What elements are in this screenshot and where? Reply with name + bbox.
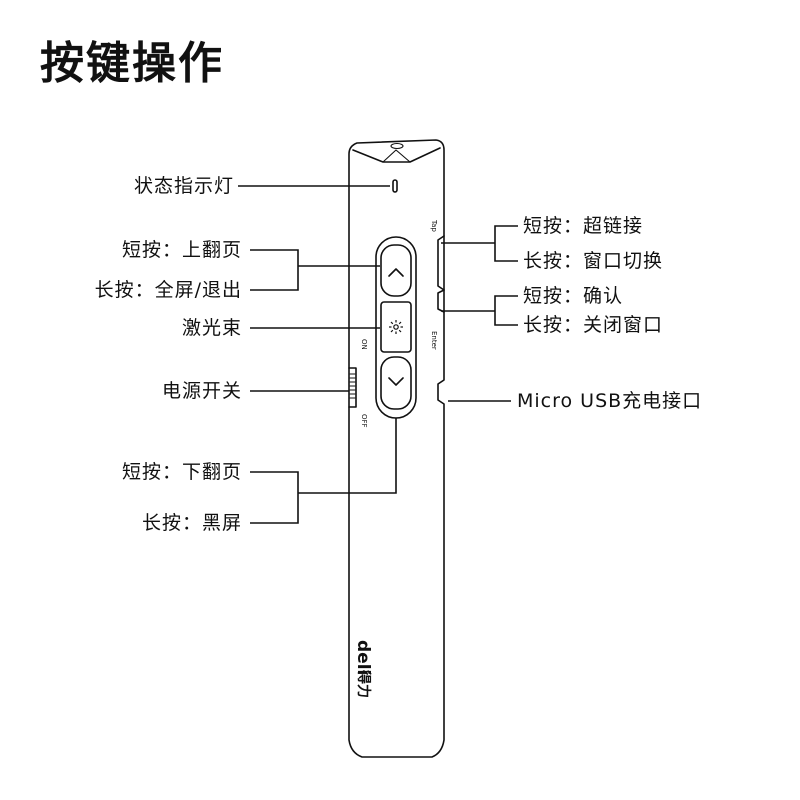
- callout-up: [250, 249, 380, 291]
- side-label-enter: Enter: [430, 331, 438, 350]
- switch-label-off: OFF: [360, 414, 368, 428]
- power-switch: [348, 367, 357, 408]
- label-power-switch: 电源开关: [161, 380, 242, 402]
- label-status-indicator: 状态指示灯: [133, 175, 234, 197]
- label-enter-short: 短按：确认: [523, 285, 624, 307]
- page-up-button: [380, 244, 412, 297]
- label-enter-long: 长按：关闭窗口: [523, 314, 664, 336]
- laser-icon: [389, 320, 403, 334]
- status-indicator-light: [392, 179, 398, 193]
- presenter-top-cap: [352, 147, 441, 163]
- chevron-down-icon: [388, 377, 404, 386]
- side-label-tap: Tap: [430, 219, 438, 232]
- label-laser: 激光束: [181, 317, 242, 339]
- presenter-body: [348, 139, 445, 758]
- label-usb-port: Micro USB充电接口: [517, 390, 703, 412]
- label-down-long: 长按：黑屏: [141, 512, 242, 534]
- page-down-button: [380, 356, 412, 410]
- callout-tap: [441, 225, 518, 262]
- brand-logo-cn: 得力: [355, 669, 372, 698]
- label-up-short: 短按：上翻页: [121, 239, 242, 261]
- label-tap-long: 长按：窗口切换: [523, 250, 664, 272]
- label-up-long: 长按：全屏/退出: [94, 279, 242, 301]
- chevron-up-icon: [388, 268, 404, 277]
- callout-down: [250, 418, 397, 524]
- brand-logo-en: deli: [353, 640, 373, 675]
- button-panel: [375, 236, 417, 419]
- laser-button: [380, 301, 412, 353]
- label-tap-short: 短按：超链接: [523, 215, 644, 237]
- switch-label-on: ON: [360, 339, 368, 350]
- page-title: 按键操作: [40, 38, 224, 89]
- enter-side-button: [437, 289, 445, 313]
- callout-enter: [441, 295, 518, 326]
- tap-side-button: [437, 235, 445, 291]
- label-down-short: 短按：下翻页: [121, 461, 242, 483]
